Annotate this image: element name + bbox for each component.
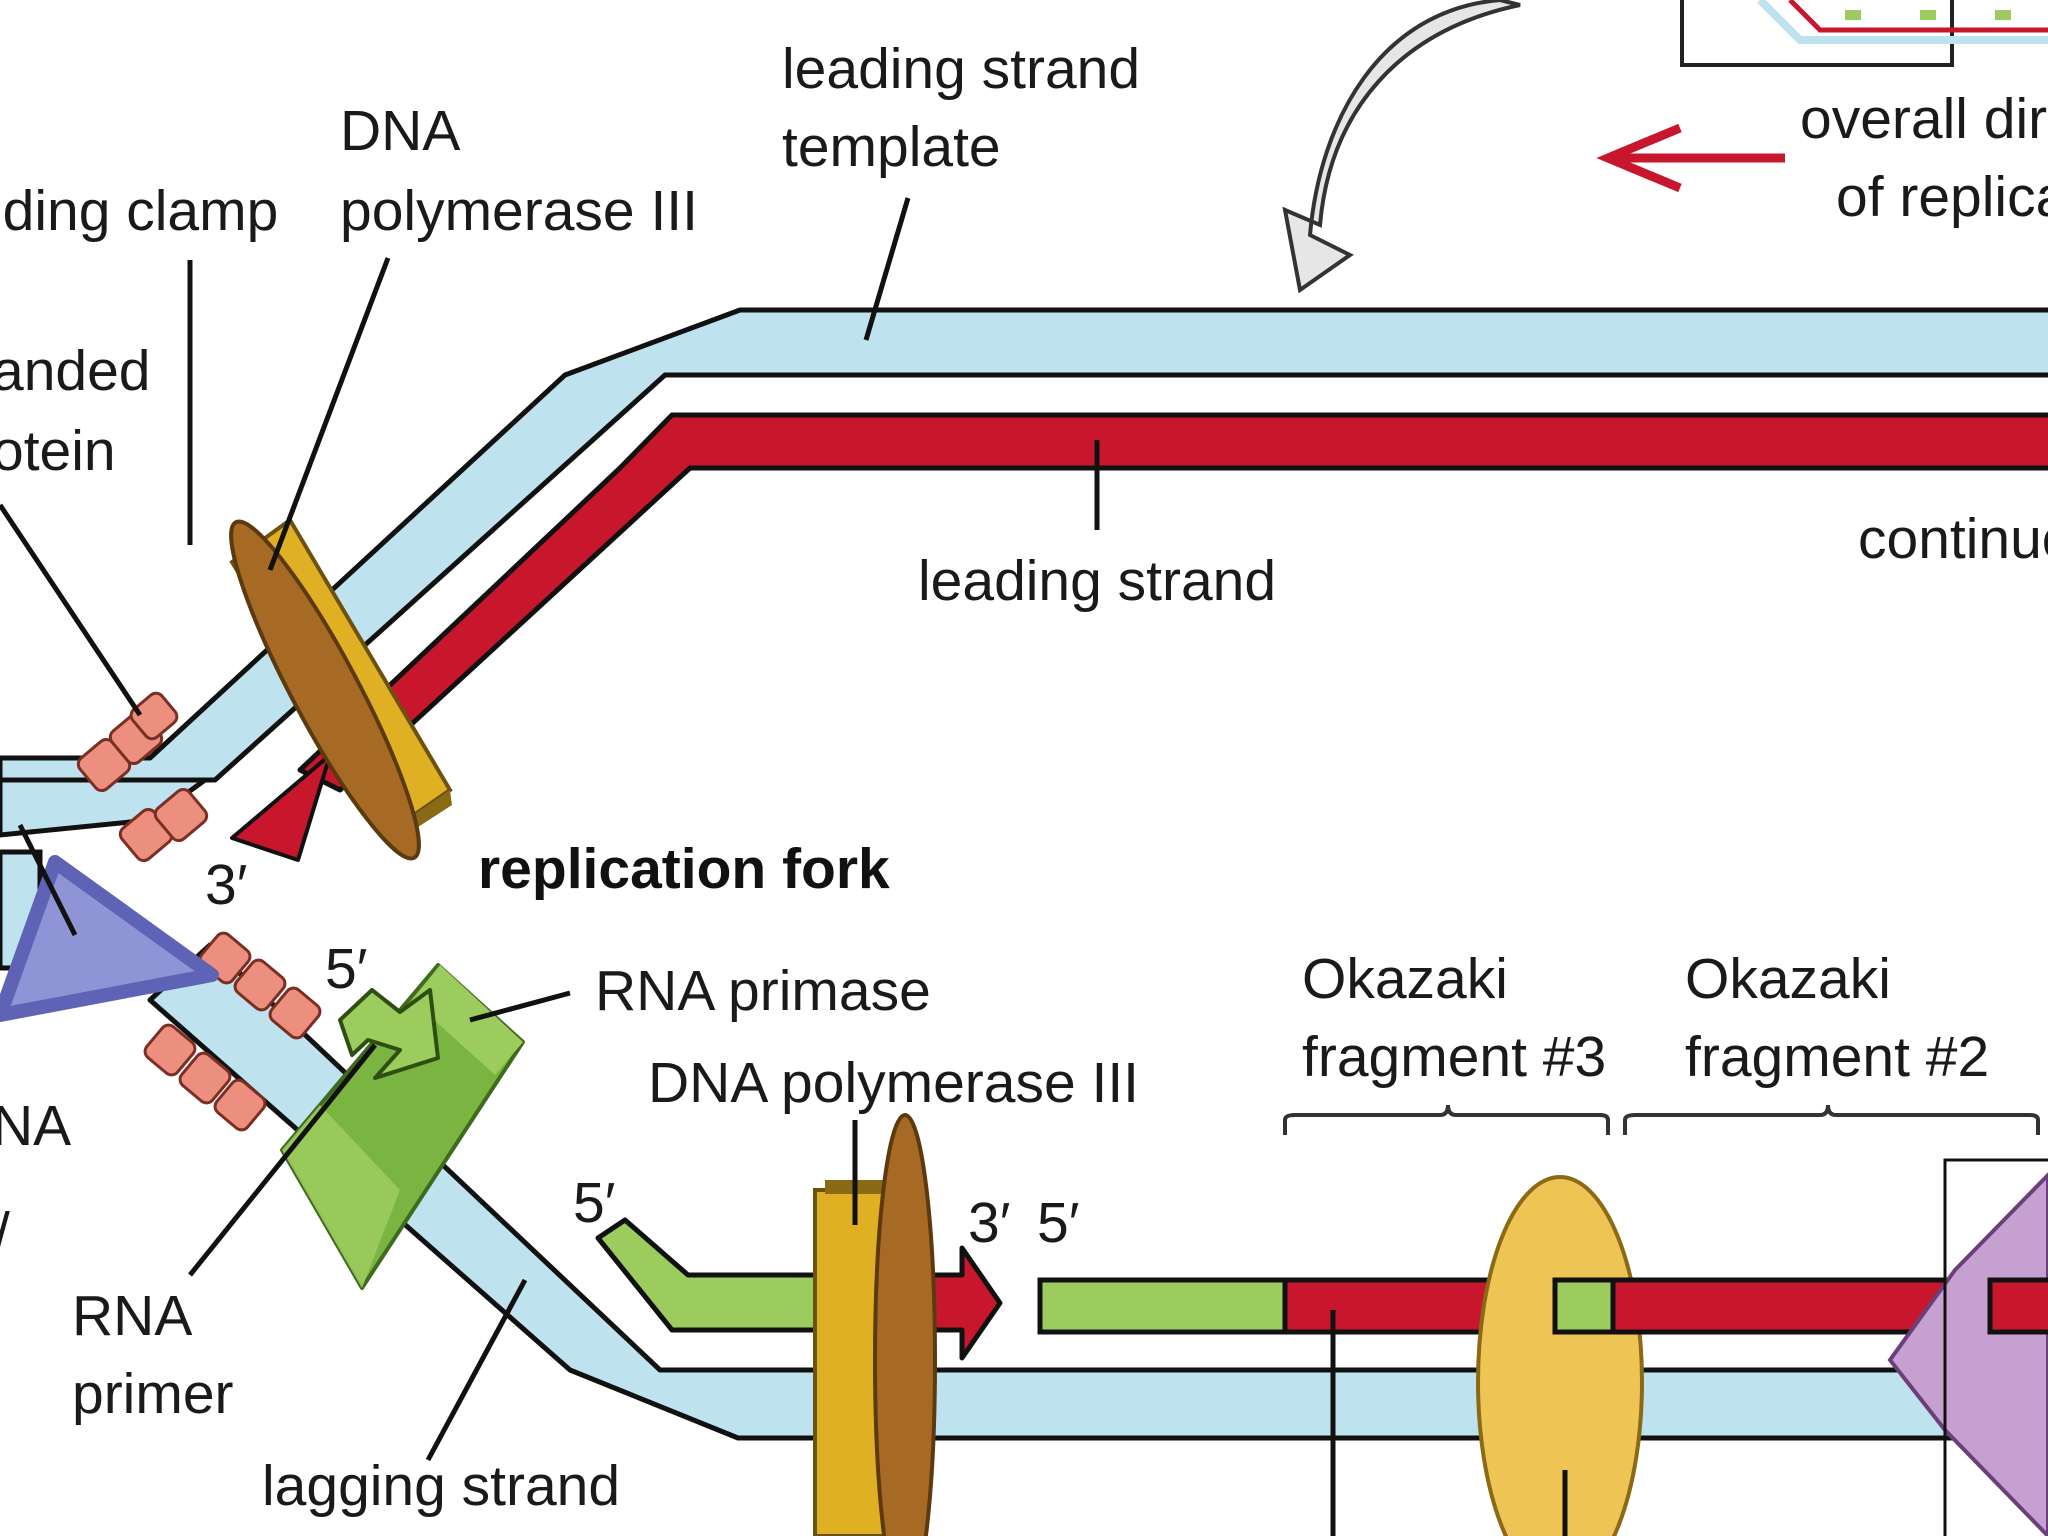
label-5-prime-mid: 5′ — [1037, 1191, 1079, 1255]
label-rna-primer-line2: primer — [72, 1362, 234, 1426]
okazaki-fragment-2-end — [1987, 1277, 2048, 1335]
okazaki-brace-3 — [1283, 1104, 1610, 1135]
label-okazaki-2-line2: fragment #2 — [1685, 1025, 1989, 1089]
label-lagging-strand-template: lagging strand — [262, 1454, 620, 1518]
label-rna-primase: RNA primase — [595, 959, 931, 1023]
label-dna-polymerase-iii-upper-line1: DNA — [340, 99, 460, 163]
label-3-prime-mid: 3′ — [968, 1191, 1010, 1255]
rna-primer-new — [338, 988, 440, 1080]
label-replication-fork: replication fork — [478, 837, 890, 901]
sliding-clamp-lower — [873, 1113, 937, 1536]
label-ssb-line1: anded — [0, 339, 151, 403]
label-okazaki-3-line1: Okazaki — [1302, 947, 1508, 1011]
dna-ligase — [1476, 1175, 1644, 1536]
curved-direction-arrow — [1282, 0, 1521, 294]
label-dna-left: NA — [0, 1094, 71, 1158]
okazaki-fragment-3 — [1037, 1277, 1558, 1335]
label-leading-strand: leading strand — [918, 549, 1276, 613]
dna-polymerase-i — [1887, 1158, 2048, 1536]
label-slash-left: / — [0, 1201, 10, 1265]
label-5-prime-upper: 5′ — [325, 937, 367, 1001]
leading-strand — [230, 412, 2048, 862]
leader-lines — [0, 197, 1568, 1536]
label-leading-strand-template-line2: template — [782, 115, 1001, 179]
label-5-prime-lower: 5′ — [573, 1171, 615, 1235]
okazaki-brace-2 — [1623, 1104, 2040, 1135]
label-leading-strand-template-line1: leading strand — [782, 37, 1140, 101]
overview-inset — [1680, 0, 2048, 67]
label-rna-primer-line1: RNA — [72, 1284, 192, 1348]
overall-direction-arrow — [1596, 123, 1785, 193]
label-continuous: continuo — [1858, 507, 2048, 571]
label-okazaki-3-line2: fragment #3 — [1302, 1025, 1606, 1089]
single-strand-binding-protein-lower — [143, 931, 322, 1132]
single-strand-binding-protein-upper — [76, 691, 209, 863]
label-dna-polymerase-iii-upper-line2: polymerase III — [340, 179, 698, 243]
label-3-prime-left: 3′ — [205, 853, 247, 917]
label-overall-direction-line2: of replica — [1836, 165, 2048, 229]
sliding-clamp-upper — [229, 519, 421, 861]
label-ssb-line2: otein — [0, 419, 116, 483]
label-okazaki-2-line1: Okazaki — [1685, 947, 1891, 1011]
label-dna-polymerase-iii-lower: DNA polymerase III — [648, 1051, 1139, 1115]
text-labels: iding clamp DNA polymerase III leading s… — [0, 37, 2048, 1518]
helicase — [0, 855, 219, 1022]
label-sliding-clamp: iding clamp — [0, 179, 278, 243]
label-overall-direction-line1: overall dire — [1800, 87, 2048, 151]
